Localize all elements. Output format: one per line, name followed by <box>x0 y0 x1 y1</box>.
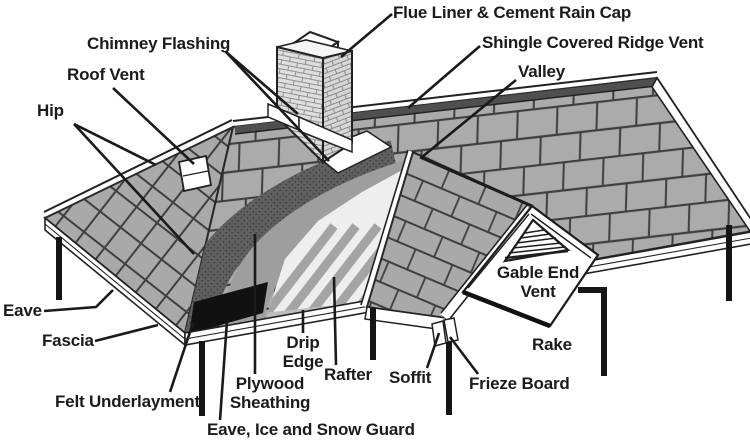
chimney <box>267 30 353 165</box>
leader-chimney-flashing <box>225 51 330 162</box>
post <box>726 225 732 301</box>
leader-felt-underlayment <box>168 322 195 393</box>
gable-end-face <box>461 204 600 329</box>
leader-rafter <box>332 276 338 366</box>
leader-flue-liner-cement-rain-cap <box>340 13 393 58</box>
leader-chimney-flashing <box>225 51 299 115</box>
chimney-base-flashing-front <box>298 115 353 154</box>
leader-hip <box>73 122 157 167</box>
leader-roof-vent <box>112 87 195 165</box>
leader-frieze-board <box>448 336 480 375</box>
post <box>56 237 62 300</box>
post <box>370 308 376 360</box>
leader-valley <box>421 78 517 159</box>
post <box>199 341 205 416</box>
support-posts <box>56 225 732 416</box>
post <box>446 342 452 415</box>
gable-rake-shadow <box>462 289 551 329</box>
leader-eave <box>43 289 114 313</box>
gable-ridge-line <box>419 155 533 208</box>
leader-hip <box>73 123 195 255</box>
roof-vent-unit <box>177 154 213 193</box>
gable-end-vent-louver <box>502 218 571 263</box>
leader-fascia <box>94 323 159 343</box>
leader-lines <box>43 13 517 421</box>
leader-eave-ice-and-snow-guard <box>218 320 229 421</box>
leader-soffit <box>425 332 441 369</box>
post-corner <box>578 287 607 376</box>
leader-shingle-covered-ridge-vent <box>407 45 481 109</box>
eave-ice-snow-guard-membrane <box>189 282 268 333</box>
